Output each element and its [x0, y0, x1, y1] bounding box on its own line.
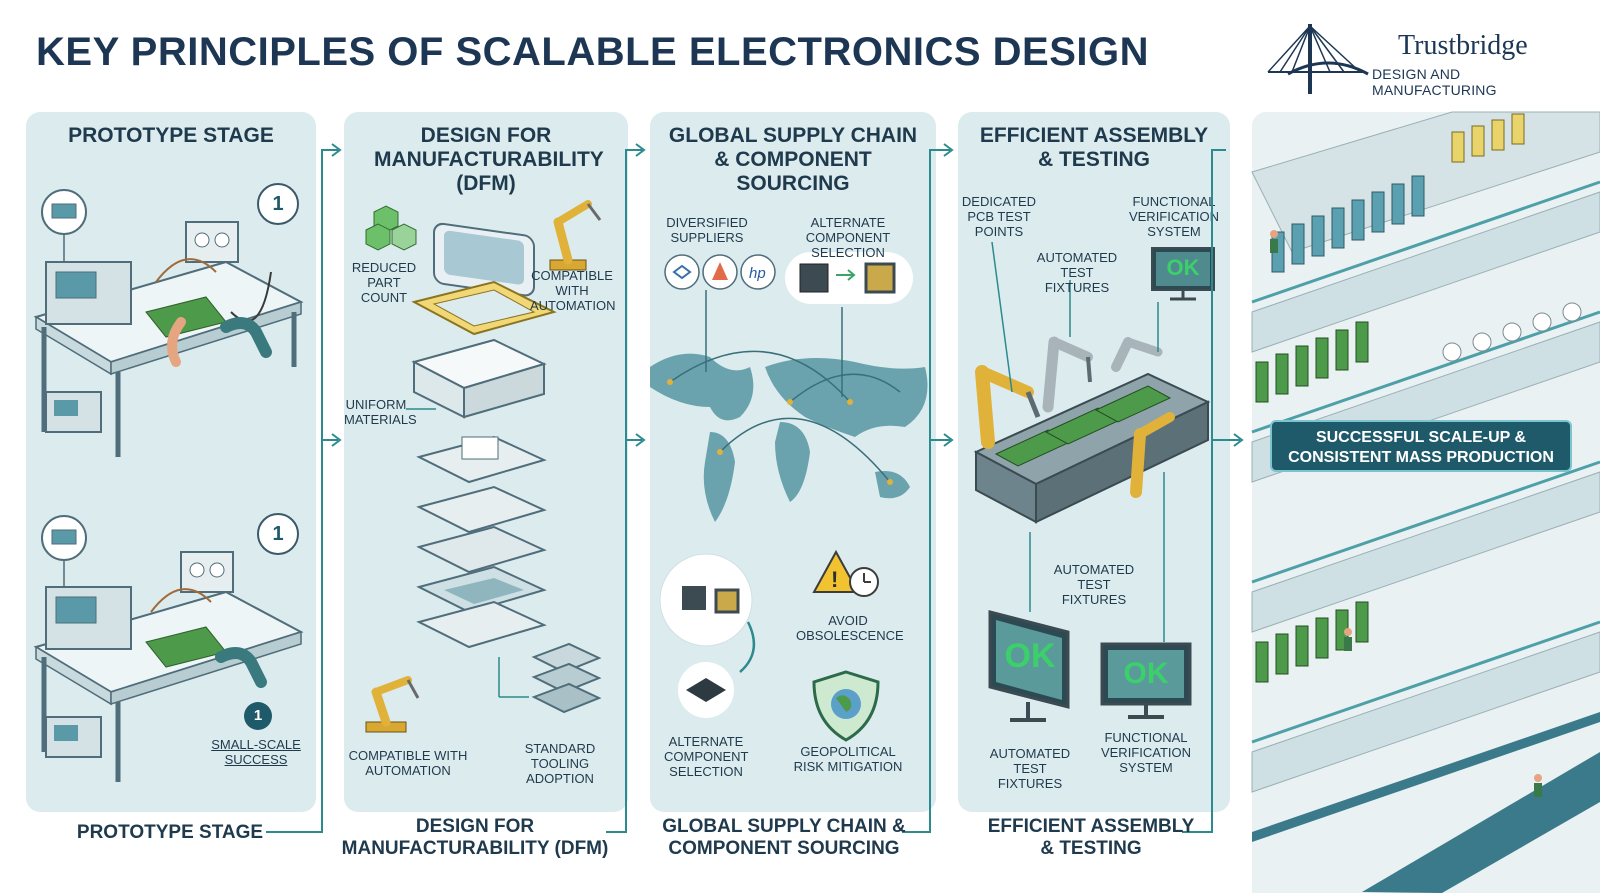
robot-arms-icon — [975, 336, 1175, 498]
geopolitical-risk-label: GEOPOLITICAL RISK MITIGATION — [793, 744, 903, 774]
success-badge-icon — [244, 702, 272, 730]
page-title: KEY PRINCIPLES OF SCALABLE ELECTRONICS D… — [36, 30, 1149, 74]
workbench-bottom-icon — [33, 515, 304, 782]
automated-fixtures-mid-label: AUTOMATED TEST FIXTURES — [1053, 562, 1135, 607]
bridge-logo-icon — [1267, 24, 1369, 94]
prototype-workbench-illustration — [33, 183, 304, 782]
obsolescence-warning-icon: ! — [812, 549, 879, 597]
reduced-parts-cubes-icon — [365, 205, 417, 251]
ok-small-text: OK — [1166, 255, 1200, 280]
panel-mass-production — [1251, 111, 1600, 893]
reduced-part-count-label: REDUCED PART COUNT — [351, 260, 417, 305]
scale-up-banner: SUCCESSFUL SCALE-UP & CONSISTENT MASS PR… — [1270, 420, 1572, 472]
standard-tooling-stack-icon — [531, 642, 602, 714]
badge-bottom-number: 1 — [272, 523, 284, 545]
factory-floor-illustration — [1251, 111, 1600, 893]
compatible-automation-top-label: COMPATIBLE WITH AUTOMATION — [530, 268, 616, 313]
world-map-icon — [650, 290, 928, 522]
footer-prototype-stage: PROTOTYPE STAGE — [76, 822, 264, 843]
badge-top-number: 1 — [272, 193, 284, 215]
panel-title-prototype: PROTOTYPE STAGE — [68, 124, 274, 147]
panel-assembly-testing: EFFICIENT ASSEMBLY & TESTING — [958, 112, 1230, 812]
diversified-suppliers-label: DIVERSIFIED SUPPLIERS — [666, 215, 748, 245]
dedicated-test-points-label: DEDICATED PCB TEST POINTS — [961, 194, 1037, 239]
footer-dfm: DESIGN FOR MANUFACTURABILITY (DFM) — [341, 816, 609, 859]
automated-fixtures-bottom-label: AUTOMATED TEST FIXTURES — [989, 746, 1071, 791]
exploded-device-layers-icon — [411, 222, 557, 649]
functional-verification-top-label: FUNCTIONAL VERIFICATION SYSTEM — [1128, 194, 1220, 239]
panel-prototype-stage: PROTOTYPE STAGE — [26, 112, 316, 812]
large-monitor-left-icon — [988, 610, 1070, 722]
logo-tagline: DESIGN AND MANUFACTURING — [1372, 66, 1497, 98]
panel-title-assembly: EFFICIENT ASSEMBLY & TESTING — [979, 124, 1209, 171]
footer-assembly-testing: EFFICIENT ASSEMBLY & TESTING — [987, 816, 1195, 859]
footer-supply-chain: GLOBAL SUPPLY CHAIN & COMPONENT SOURCING — [662, 816, 906, 859]
panel-title-supply: GLOBAL SUPPLY CHAIN & COMPONENT SOURCING — [668, 124, 918, 195]
alternate-component-bottom-label: ALTERNATE COMPONENT SELECTION — [664, 734, 749, 779]
geopolitical-shield-icon — [812, 670, 880, 742]
uniform-materials-label: UNIFORM MATERIALS — [344, 397, 417, 427]
alternate-chips-bottom-icon — [659, 553, 756, 718]
robot-arm-bottom-icon — [365, 676, 420, 733]
svg-text:hp: hp — [749, 265, 766, 282]
panel-supply-chain: GLOBAL SUPPLY CHAIN & COMPONENT SOURCING… — [650, 112, 936, 812]
success-badge-number: 1 — [253, 707, 263, 724]
avoid-obsolescence-label: AVOID OBSOLESCENCE — [796, 613, 904, 643]
workbench-top-icon — [33, 189, 304, 457]
ok-right-text: OK — [1123, 657, 1169, 690]
small-scale-success-label: SMALL-SCALE SUCCESS — [211, 737, 301, 767]
company-logo: Trustbridge DESIGN AND MANUFACTURING — [1267, 22, 1588, 98]
large-monitor-right-icon — [1100, 642, 1192, 719]
standard-tooling-label: STANDARD TOOLING ADOPTION — [524, 741, 596, 786]
conveyor-belt-icon — [973, 372, 1211, 524]
logo-name: Trustbridge — [1398, 30, 1528, 61]
functional-verification-bottom-label: FUNCTIONAL VERIFICATION SYSTEM — [1100, 730, 1192, 775]
panel-dfm: DESIGN FOR MANUFACTURABILITY (DFM) — [344, 112, 628, 812]
supplier-logos-icon: hp — [664, 254, 776, 290]
server-racks-icon — [1255, 113, 1582, 683]
automated-fixtures-top-label: AUTOMATED TEST FIXTURES — [1036, 250, 1118, 295]
svg-text:!: ! — [831, 567, 838, 592]
robot-arm-top-icon — [549, 200, 602, 271]
compatible-automation-bottom-label: COMPATIBLE WITH AUTOMATION — [348, 748, 468, 778]
workers-icon — [1270, 230, 1542, 797]
alternate-chips-top-icon — [785, 252, 913, 304]
alternate-component-top-label: ALTERNATE COMPONENT SELECTION — [805, 215, 891, 260]
dfm-exploded-device-illustration — [365, 200, 602, 733]
ok-left-text: OK — [1004, 637, 1056, 675]
panel-title-dfm: DESIGN FOR MANUFACTURABILITY (DFM) — [374, 124, 604, 195]
supply-chain-world-map-illustration: hp — [650, 252, 928, 742]
